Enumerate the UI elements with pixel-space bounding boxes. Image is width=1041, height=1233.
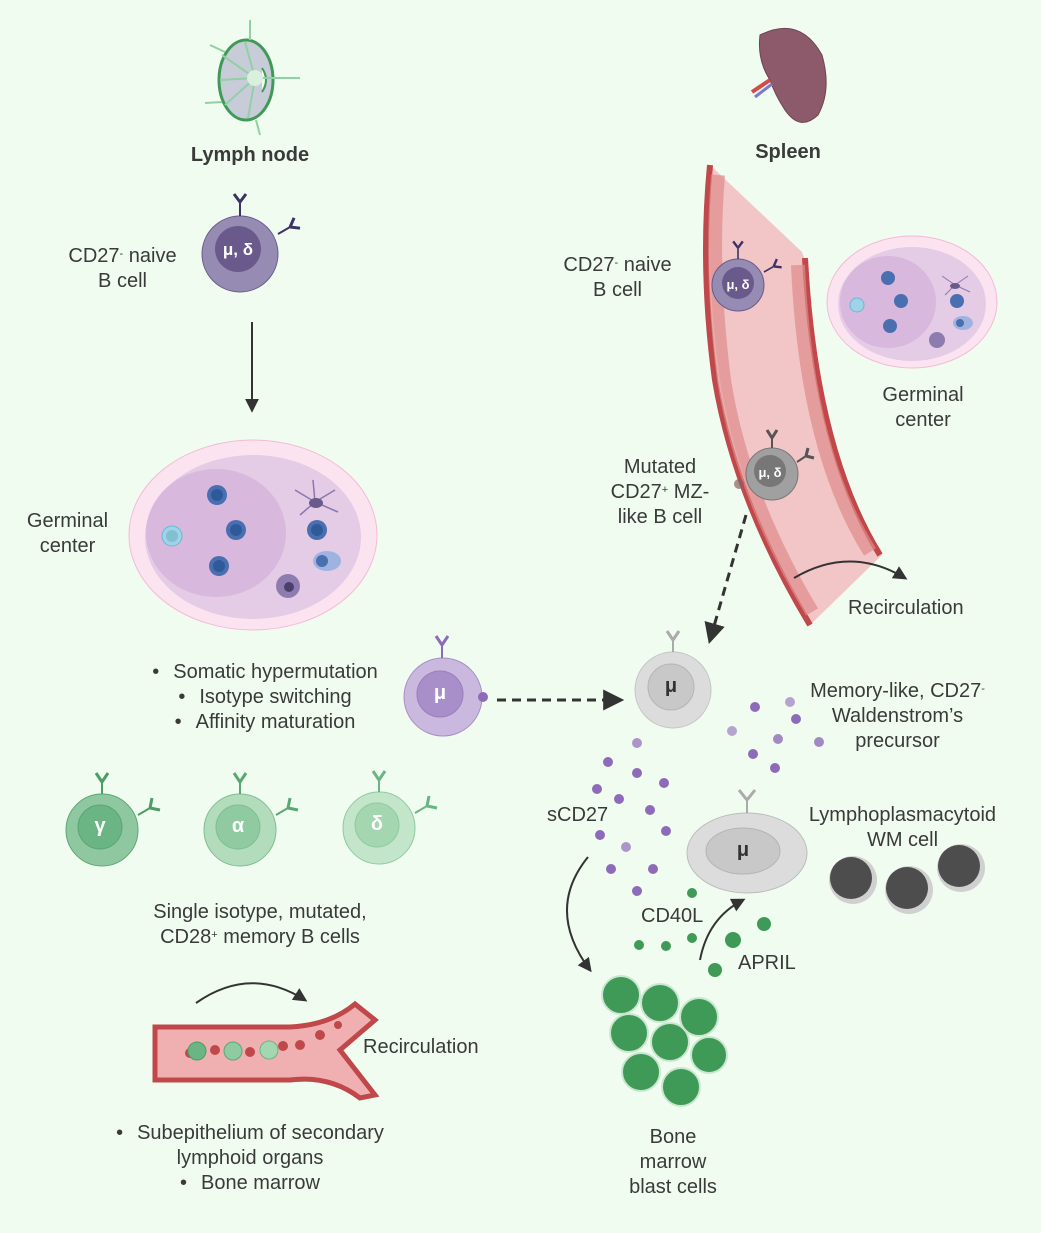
sCD27-label: sCD27 — [547, 804, 609, 826]
transit-b-cell — [403, 635, 488, 737]
spleen-title: Spleen — [755, 141, 821, 163]
location-item: lymphoid organs — [176, 1147, 324, 1169]
memory-alpha-label: α — [231, 815, 245, 837]
lymph-node-title: Lymph node — [190, 144, 310, 166]
bone-marrow-blast-cells — [601, 975, 728, 1107]
precursor-cell — [634, 630, 712, 729]
precursor-nucleus-label: μ — [664, 675, 678, 697]
wm-cell-label: Lymphoplasmacytoid WM cell — [808, 804, 997, 851]
location-item: Bone marrow — [90, 1171, 410, 1196]
recirculation-label-spleen: Recirculation — [848, 597, 964, 619]
spleen-icon — [750, 27, 827, 123]
process-item: Affinity maturation — [130, 710, 400, 735]
recirculation-arrow-left — [195, 982, 308, 1004]
cd40l-april-molecules — [634, 888, 771, 977]
bone-marrow-label: Bone marrow blast cells — [629, 1126, 717, 1198]
germinal-center-label-lymph: Germinal center — [26, 510, 109, 557]
memory-cell-gamma — [65, 772, 161, 867]
arrow-to-wm-cell — [699, 898, 746, 961]
memory-gamma-label: γ — [94, 815, 106, 837]
wm-cell — [686, 789, 808, 894]
blood-vessel-spleen — [703, 164, 883, 627]
memory-cells-label: Single isotype, mutated, CD28+ memory B … — [153, 901, 367, 948]
arrow-to-bone-marrow — [566, 856, 592, 973]
process-item: Somatic hypermutation — [130, 660, 400, 685]
precursor-label: Memory-like, CD27- Waldenstrom’s precurs… — [810, 680, 985, 752]
germinal-center-lymph — [128, 439, 378, 631]
mz-like-b-cell — [734, 429, 815, 501]
naive-b-cell-label-spleen: CD27- naive B cell — [563, 254, 672, 301]
location-item: Subepithelium of secondary — [90, 1121, 410, 1146]
germinal-center-spleen — [826, 235, 998, 369]
process-item: Isotype switching — [130, 685, 400, 710]
sCD27-molecules — [592, 697, 824, 896]
mz-cell-nucleus-label: μ, δ — [758, 465, 782, 480]
wm-cell-nucleus-label: μ — [736, 839, 750, 861]
germinal-center-label-spleen: Germinal center — [882, 384, 964, 431]
memory-delta-label: δ — [370, 813, 384, 835]
april-label: APRIL — [738, 952, 796, 974]
transit-cell-nucleus-label: μ — [433, 682, 447, 704]
cd40l-label: CD40L — [641, 905, 704, 927]
germinal-processes-list: Somatic hypermutation Isotype switching … — [130, 660, 400, 735]
locations-list: Subepithelium of secondary lymphoid orga… — [90, 1121, 410, 1196]
naive-b-cell-spleen — [711, 240, 783, 312]
lymph-node-icon — [204, 20, 300, 136]
mz-like-b-cell-label: Mutated CD27+ MZ- like B cell — [610, 456, 710, 528]
naive-cell-nucleus-label-spleen: μ, δ — [726, 277, 750, 292]
recirculation-label-left: Recirculation — [363, 1036, 479, 1058]
recirculation-arrow-spleen — [793, 560, 908, 580]
blood-vessel-left — [152, 1000, 380, 1101]
memory-cell-delta — [342, 770, 438, 865]
memory-cell-alpha — [203, 772, 299, 867]
naive-b-cell-label-lymph: CD27- naive B cell — [68, 245, 177, 292]
naive-b-cell-lymph — [201, 192, 302, 293]
arrow-mz-to-precursor — [704, 514, 748, 645]
naive-cell-nucleus-label-lymph: μ, δ — [222, 240, 254, 259]
lymphoplasmacytoid-cells — [829, 844, 985, 914]
